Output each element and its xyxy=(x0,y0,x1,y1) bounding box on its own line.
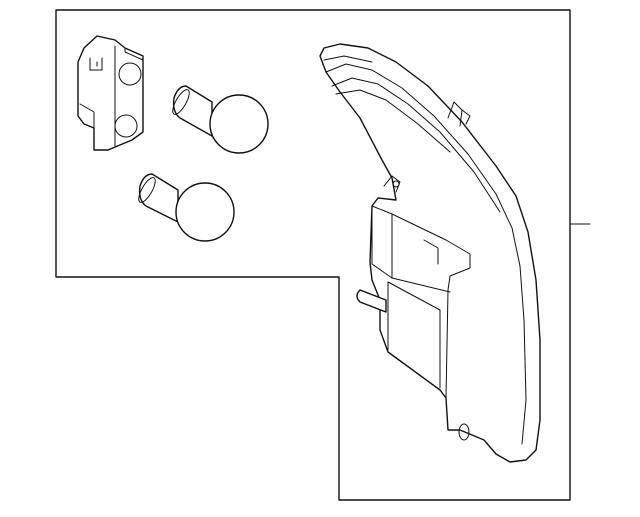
bulb-upper xyxy=(172,85,269,154)
bulb-lower xyxy=(138,173,235,242)
diagram-frame xyxy=(55,9,571,501)
tail-lamp-assembly xyxy=(319,43,541,463)
bulb-socket xyxy=(77,35,144,151)
